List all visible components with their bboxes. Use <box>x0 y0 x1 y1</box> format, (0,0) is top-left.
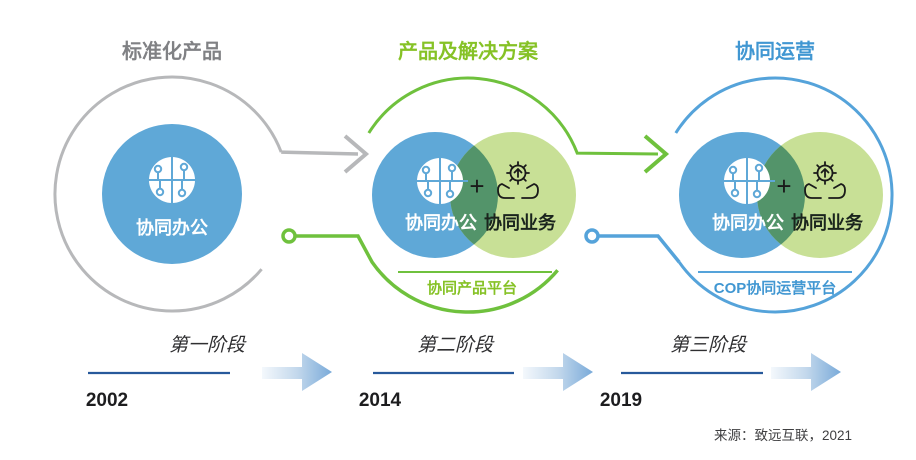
timeline-arrow-3-icon <box>771 353 841 391</box>
stage-3-venn-left-label: 协同办公 <box>712 212 784 233</box>
timeline-arrow-2-icon <box>523 353 593 391</box>
stage-3-connector-line <box>599 234 681 264</box>
connector-ring-2-3-icon <box>584 228 600 244</box>
stage-2-platform-label: 协同产品平台 <box>427 279 517 297</box>
timeline-arrow-1-icon <box>262 353 332 391</box>
year-1: 2002 <box>86 390 128 411</box>
stage-2-outline-top-arc <box>367 76 659 156</box>
stage-3-venn-right-label: 协同业务 <box>791 212 864 233</box>
plus-sign: + <box>776 171 791 201</box>
stage-1-arrow-shaft <box>281 150 359 156</box>
stage-2-venn-left-label: 协同办公 <box>405 212 477 233</box>
stage-1-core-label: 协同办公 <box>136 217 208 238</box>
phase-label-3: 第三阶段 <box>670 334 748 356</box>
stage-3-platform-label: COP协同运营平台 <box>714 279 837 297</box>
stage-1-title: 标准化产品 <box>122 39 222 63</box>
stage-2-title: 产品及解决方案 <box>398 39 539 63</box>
stage-3-outline-circle <box>674 76 894 314</box>
phase-label-1: 第一阶段 <box>169 334 247 356</box>
source-note: 来源：致远互联，2021 <box>714 428 852 443</box>
stage-1-outline-circle <box>53 75 283 313</box>
year-2: 2014 <box>359 390 402 411</box>
stage-3-group: 协同运营 + 协同办公 协同业务 COP协同运营平台 <box>584 39 894 314</box>
stage-1-arrow-head-icon <box>343 134 370 174</box>
stage-1-group: 标准化产品 协同办公 <box>53 39 370 313</box>
phase-label-2: 第二阶段 <box>417 334 495 356</box>
year-3: 2019 <box>600 390 642 411</box>
stage-2-group: 产品及解决方案 + 协同办公 协同业务 协同产品平台 <box>281 39 670 314</box>
timeline: 第一阶段 第二阶段 第三阶段 2002 2014 2019 <box>86 334 841 411</box>
stage-2-venn-right-label: 协同业务 <box>484 212 557 233</box>
connector-ring-1-2-icon <box>281 228 297 244</box>
stage-3-title: 协同运营 <box>735 39 815 63</box>
stage-3-venn-overlap <box>757 132 805 258</box>
stage-2-arrow-head-icon <box>643 134 670 174</box>
stage-2-venn-overlap <box>450 132 498 258</box>
plus-sign: + <box>469 171 484 201</box>
stage-2-connector-and-bottom-arc <box>296 234 559 314</box>
